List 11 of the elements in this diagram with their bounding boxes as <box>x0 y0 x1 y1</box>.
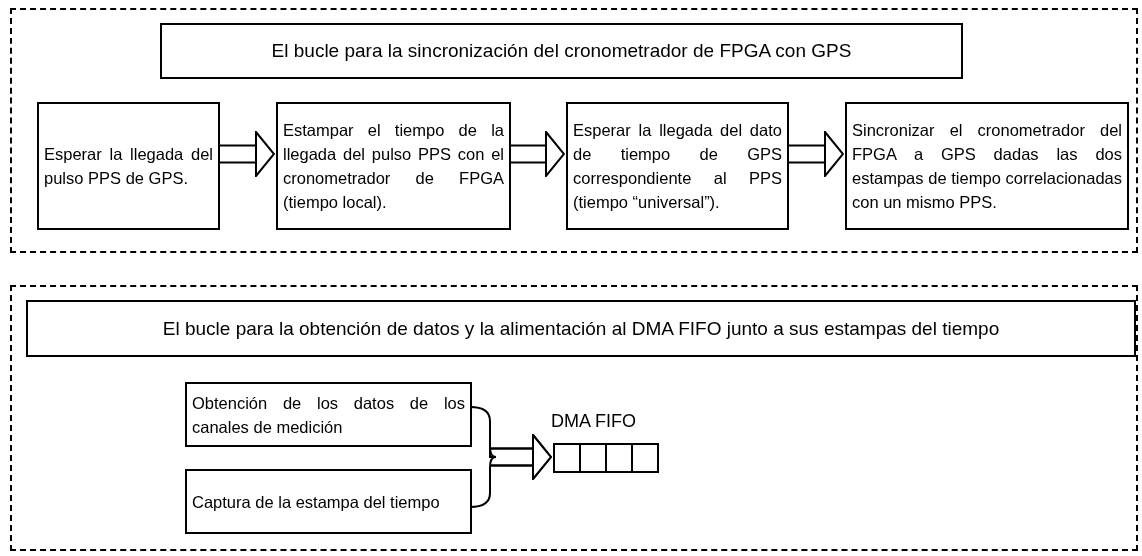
process-box: Sincronizar el cronometrador del FPGA a GPS dadas las dos estampas de tiempo correlacionadas con un mismo PPS. <box>845 102 1129 230</box>
process-box: Captura de la estampa del tiempo <box>185 469 472 534</box>
process-box: Esperar la llegada del dato de tiempo de GPS correspondiente al PPS (tiempo “universal”). <box>566 102 789 230</box>
title-box: El bucle para la sincronización del cronometrador de FPGA con GPS <box>160 23 963 79</box>
queue-label: DMA FIFO <box>551 412 636 430</box>
dashed-group-frame <box>10 285 1138 551</box>
process-box: Obtención de los datos de los canales de medición <box>185 382 472 447</box>
process-box: Estampar el tiempo de la llegada del pulso PPS con el cronometrador de FPGA (tiempo local). <box>276 102 511 230</box>
dashed-group-frame <box>10 8 1138 253</box>
title-box: El bucle para la obtención de datos y la alimentación al DMA FIFO junto a sus estampas del tiempo <box>26 300 1136 357</box>
process-box: Esperar la llegada del pulso PPS de GPS. <box>37 102 220 230</box>
